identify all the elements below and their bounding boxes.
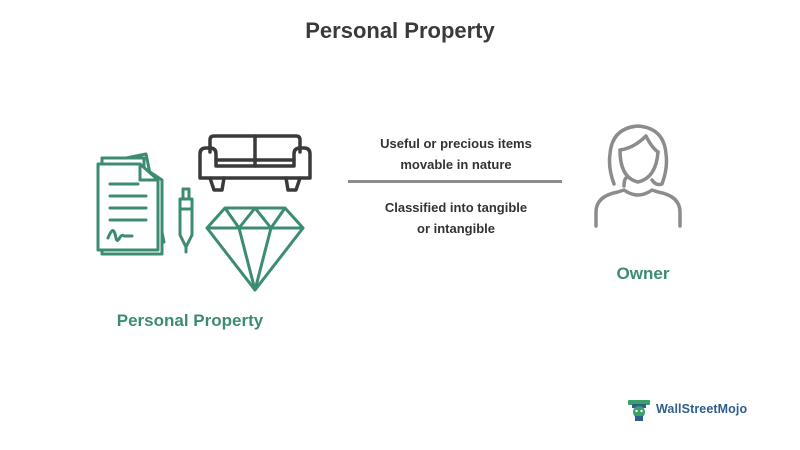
- person-icon: [594, 124, 682, 228]
- description-top: Useful or precious items movable in natu…: [350, 133, 562, 175]
- description-bottom-line2: or intangible: [417, 221, 495, 236]
- logo-text: WallStreetMojo: [656, 402, 748, 416]
- sofa-icon: [198, 134, 312, 192]
- description-top-line2: movable in nature: [400, 157, 512, 172]
- wallstreetmojo-logo: WallStreetMojo: [626, 396, 776, 422]
- owner-label: Owner: [616, 264, 670, 283]
- logo-icon: [628, 400, 650, 421]
- divider-line: [348, 180, 562, 183]
- description-bottom-line1: Classified into tangible: [384, 200, 528, 215]
- pen-icon: [178, 187, 194, 254]
- diamond-icon: [205, 206, 305, 292]
- description-top-line1: Useful or precious items: [380, 136, 532, 151]
- document-icon: [96, 152, 166, 256]
- page-title: Personal Property: [305, 18, 495, 43]
- personal-property-label: Personal Property: [116, 311, 264, 330]
- description-bottom: Classified into tangible or intangible: [350, 197, 562, 239]
